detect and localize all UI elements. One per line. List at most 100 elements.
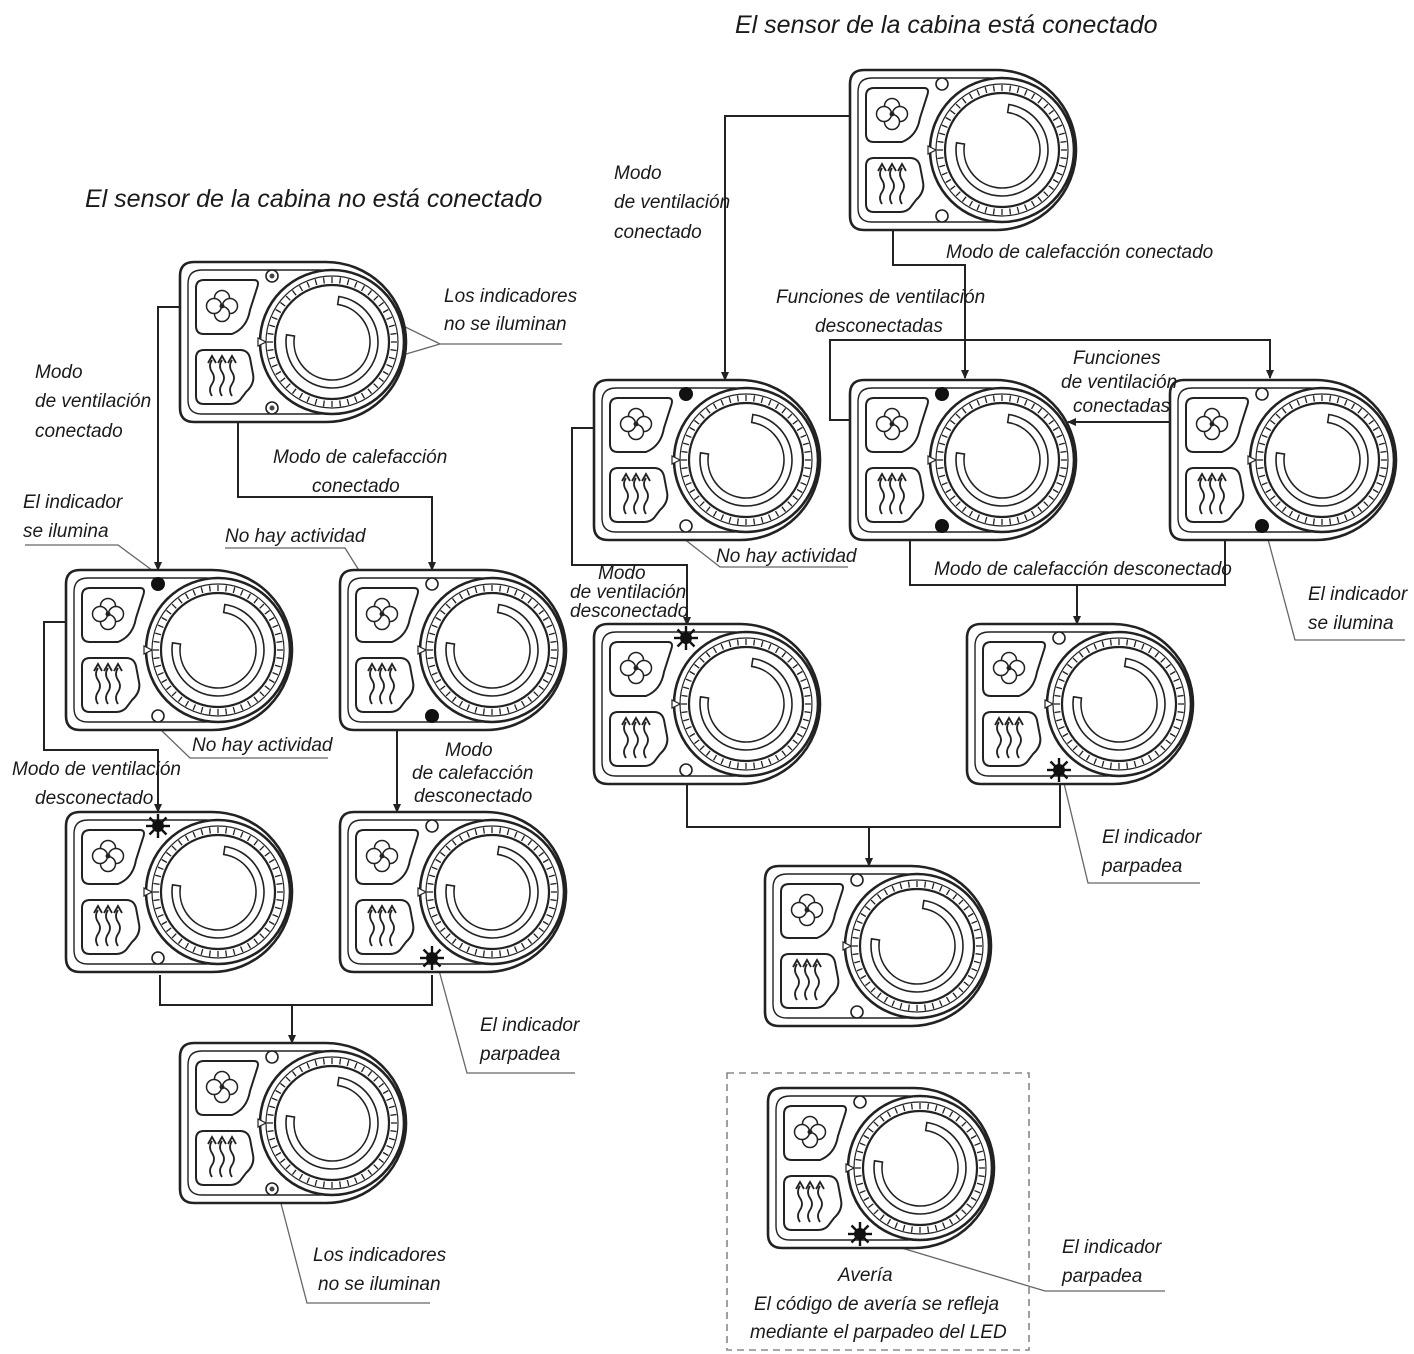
control-panel-l1 xyxy=(178,260,408,424)
temperature-knob xyxy=(1044,630,1193,778)
temperature-knob xyxy=(417,576,566,724)
fan-button xyxy=(609,397,673,453)
pointer-icon xyxy=(671,699,682,709)
heat-led xyxy=(151,709,165,723)
control-panel-l5 xyxy=(338,810,568,974)
heat-led xyxy=(935,209,949,223)
temperature-scale-arc xyxy=(955,103,1049,197)
fan-icon xyxy=(205,289,239,323)
fan-icon xyxy=(875,407,909,441)
heat-button xyxy=(783,1175,843,1231)
heat-led xyxy=(151,951,165,965)
pointer-icon xyxy=(257,337,268,347)
heat-led xyxy=(935,519,949,533)
title-sensor-not-connected: El sensor de la cabina no está conectado xyxy=(85,185,542,213)
fan-led xyxy=(1255,387,1269,401)
pointer-icon xyxy=(842,941,853,951)
label-left-vent-off: Modo de ventilación desconectado xyxy=(12,759,186,809)
heat-icon xyxy=(93,662,123,705)
title-sensor-connected: El sensor de la cabina está conectado xyxy=(735,11,1158,39)
control-panel-r4 xyxy=(1168,378,1398,542)
fan-icon xyxy=(1195,407,1229,441)
label-no-activity-1: No hay actividad xyxy=(225,526,367,547)
control-panel-l2 xyxy=(64,568,294,732)
temperature-scale-arc xyxy=(699,657,793,751)
fan-button xyxy=(195,279,259,335)
label-right-blinks: El indicador parpadea xyxy=(1101,827,1207,877)
temperature-scale-arc xyxy=(171,845,265,939)
fan-button xyxy=(81,587,145,643)
heat-icon xyxy=(93,904,123,947)
heat-button xyxy=(780,953,840,1009)
heat-led xyxy=(850,1005,864,1019)
label-leds-off-top: Los indicadores no se iluminan xyxy=(444,286,582,335)
heat-button xyxy=(1185,467,1245,523)
control-panel-l4 xyxy=(64,810,294,974)
temperature-knob xyxy=(845,1094,994,1242)
fan-led xyxy=(674,626,698,650)
fan-icon xyxy=(91,839,125,873)
labels: Los indicadores no se iluminan Modo de v… xyxy=(12,163,1408,1343)
pointer-icon xyxy=(257,1118,268,1128)
temperature-scale-arc xyxy=(1275,413,1369,507)
control-panel-r3 xyxy=(848,378,1078,542)
label-right-heat-off: Modo de calefacción desconectado xyxy=(934,559,1232,580)
left-flow-connectors xyxy=(43,306,436,1044)
temperature-knob xyxy=(1247,386,1396,534)
label-right-vent-on: Modo de ventilación conectado xyxy=(614,163,735,243)
heat-icon xyxy=(621,472,651,515)
heat-led xyxy=(679,519,693,533)
temperature-knob xyxy=(927,76,1076,224)
fan-icon xyxy=(365,839,399,873)
label-left-heat-on: Modo de calefacción conectado xyxy=(273,447,453,497)
heat-icon xyxy=(207,354,237,397)
heat-button xyxy=(195,349,255,405)
fan-icon xyxy=(91,597,125,631)
temperature-knob xyxy=(143,576,292,724)
fan-icon xyxy=(875,97,909,131)
fan-led xyxy=(151,577,165,591)
fan-icon xyxy=(205,1070,239,1104)
fan-button xyxy=(982,641,1046,697)
fan-button xyxy=(780,883,844,939)
heat-icon xyxy=(795,1180,825,1223)
fan-icon xyxy=(790,893,824,927)
heat-button xyxy=(865,467,925,523)
fan-led xyxy=(850,873,864,887)
fan-led xyxy=(146,814,170,838)
heat-button xyxy=(81,657,141,713)
label-fault: Avería El código de avería se refleja me… xyxy=(750,1265,1007,1343)
heat-led xyxy=(1047,758,1071,782)
heat-icon xyxy=(367,662,397,705)
pointer-icon xyxy=(845,1163,856,1173)
heat-icon xyxy=(877,162,907,205)
fan-icon xyxy=(619,407,653,441)
fan-led xyxy=(425,577,439,591)
fan-icon xyxy=(619,651,653,685)
temperature-scale-arc xyxy=(171,603,265,697)
temperature-knob xyxy=(671,630,820,778)
pointer-icon xyxy=(1044,699,1055,709)
control-panel-r5 xyxy=(592,622,822,786)
fan-button xyxy=(355,829,419,885)
temperature-scale-arc xyxy=(445,845,539,939)
heat-icon xyxy=(621,716,651,759)
heat-led xyxy=(1255,519,1269,533)
label-leds-off-bottom: Los indicadores no se iluminan xyxy=(313,1245,451,1295)
heat-button xyxy=(609,467,669,523)
pointer-icon xyxy=(143,645,154,655)
fan-button xyxy=(81,829,145,885)
temperature-scale-arc xyxy=(285,1076,379,1170)
heat-led xyxy=(265,1182,279,1196)
temperature-scale-arc xyxy=(1072,657,1166,751)
heat-led xyxy=(265,401,279,415)
pointer-icon xyxy=(927,145,938,155)
label-left-heat-off: Modo de calefacción desconectado xyxy=(412,740,539,807)
control-panel-r6 xyxy=(965,622,1195,786)
fan-icon xyxy=(793,1115,827,1149)
temperature-knob xyxy=(143,818,292,966)
temperature-knob xyxy=(257,1049,406,1197)
fan-led xyxy=(853,1095,867,1109)
control-panel-l3 xyxy=(338,568,568,732)
